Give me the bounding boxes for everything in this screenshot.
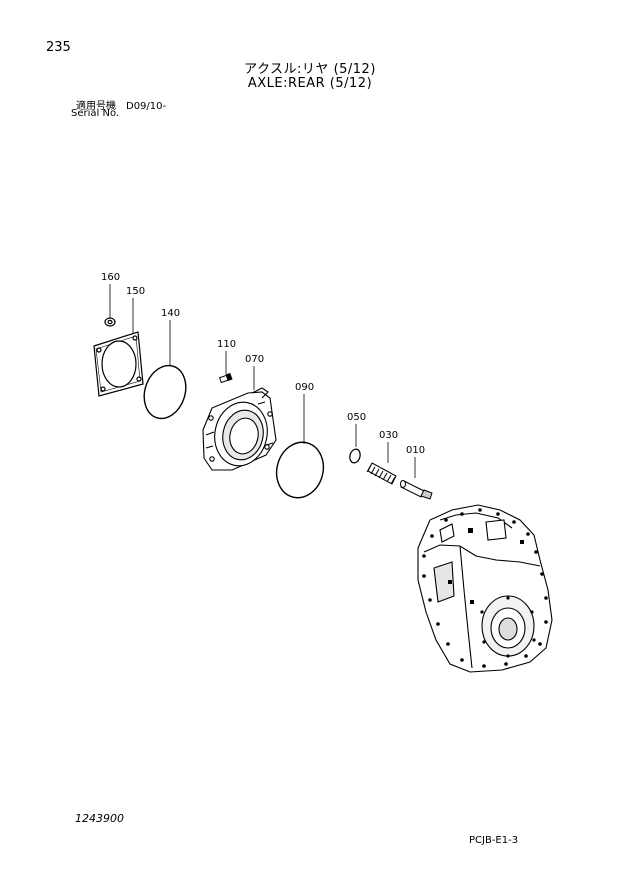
title-english: AXLE:REAR (5/12) (247, 76, 373, 91)
title-japanese: アクスル:リヤ (5/12) (244, 62, 376, 77)
callout-070: 070 (245, 354, 264, 365)
callout-030: 030 (379, 430, 398, 441)
page-number: 235 (46, 40, 71, 55)
callout-110: 110 (217, 339, 236, 350)
part-150-gasket (93, 331, 144, 397)
callout-140: 140 (161, 308, 180, 319)
part-090-oring (275, 441, 325, 499)
part-110-bolt (218, 372, 233, 384)
axle-housing-assembly (417, 504, 553, 673)
axle-housing-detail-marks (422, 508, 548, 668)
part-010-plunger (400, 480, 433, 500)
part-030-spring (366, 462, 397, 485)
part-160-nut (104, 317, 116, 327)
callout-050: 050 (347, 412, 366, 423)
part-070-housing (202, 387, 277, 471)
serial-label: Serial No. (71, 108, 120, 119)
callout-150: 150 (126, 286, 145, 297)
callout-010: 010 (406, 445, 425, 456)
callout-090: 090 (295, 382, 314, 393)
document-id: 1243900 (75, 812, 124, 825)
part-140-oring (143, 364, 187, 420)
part-050-oring (349, 448, 361, 464)
page-code: PCJB-E1-3 (469, 835, 519, 846)
callout-160: 160 (101, 272, 120, 283)
applicable-model: 適用号機 D09/10- (76, 101, 167, 112)
